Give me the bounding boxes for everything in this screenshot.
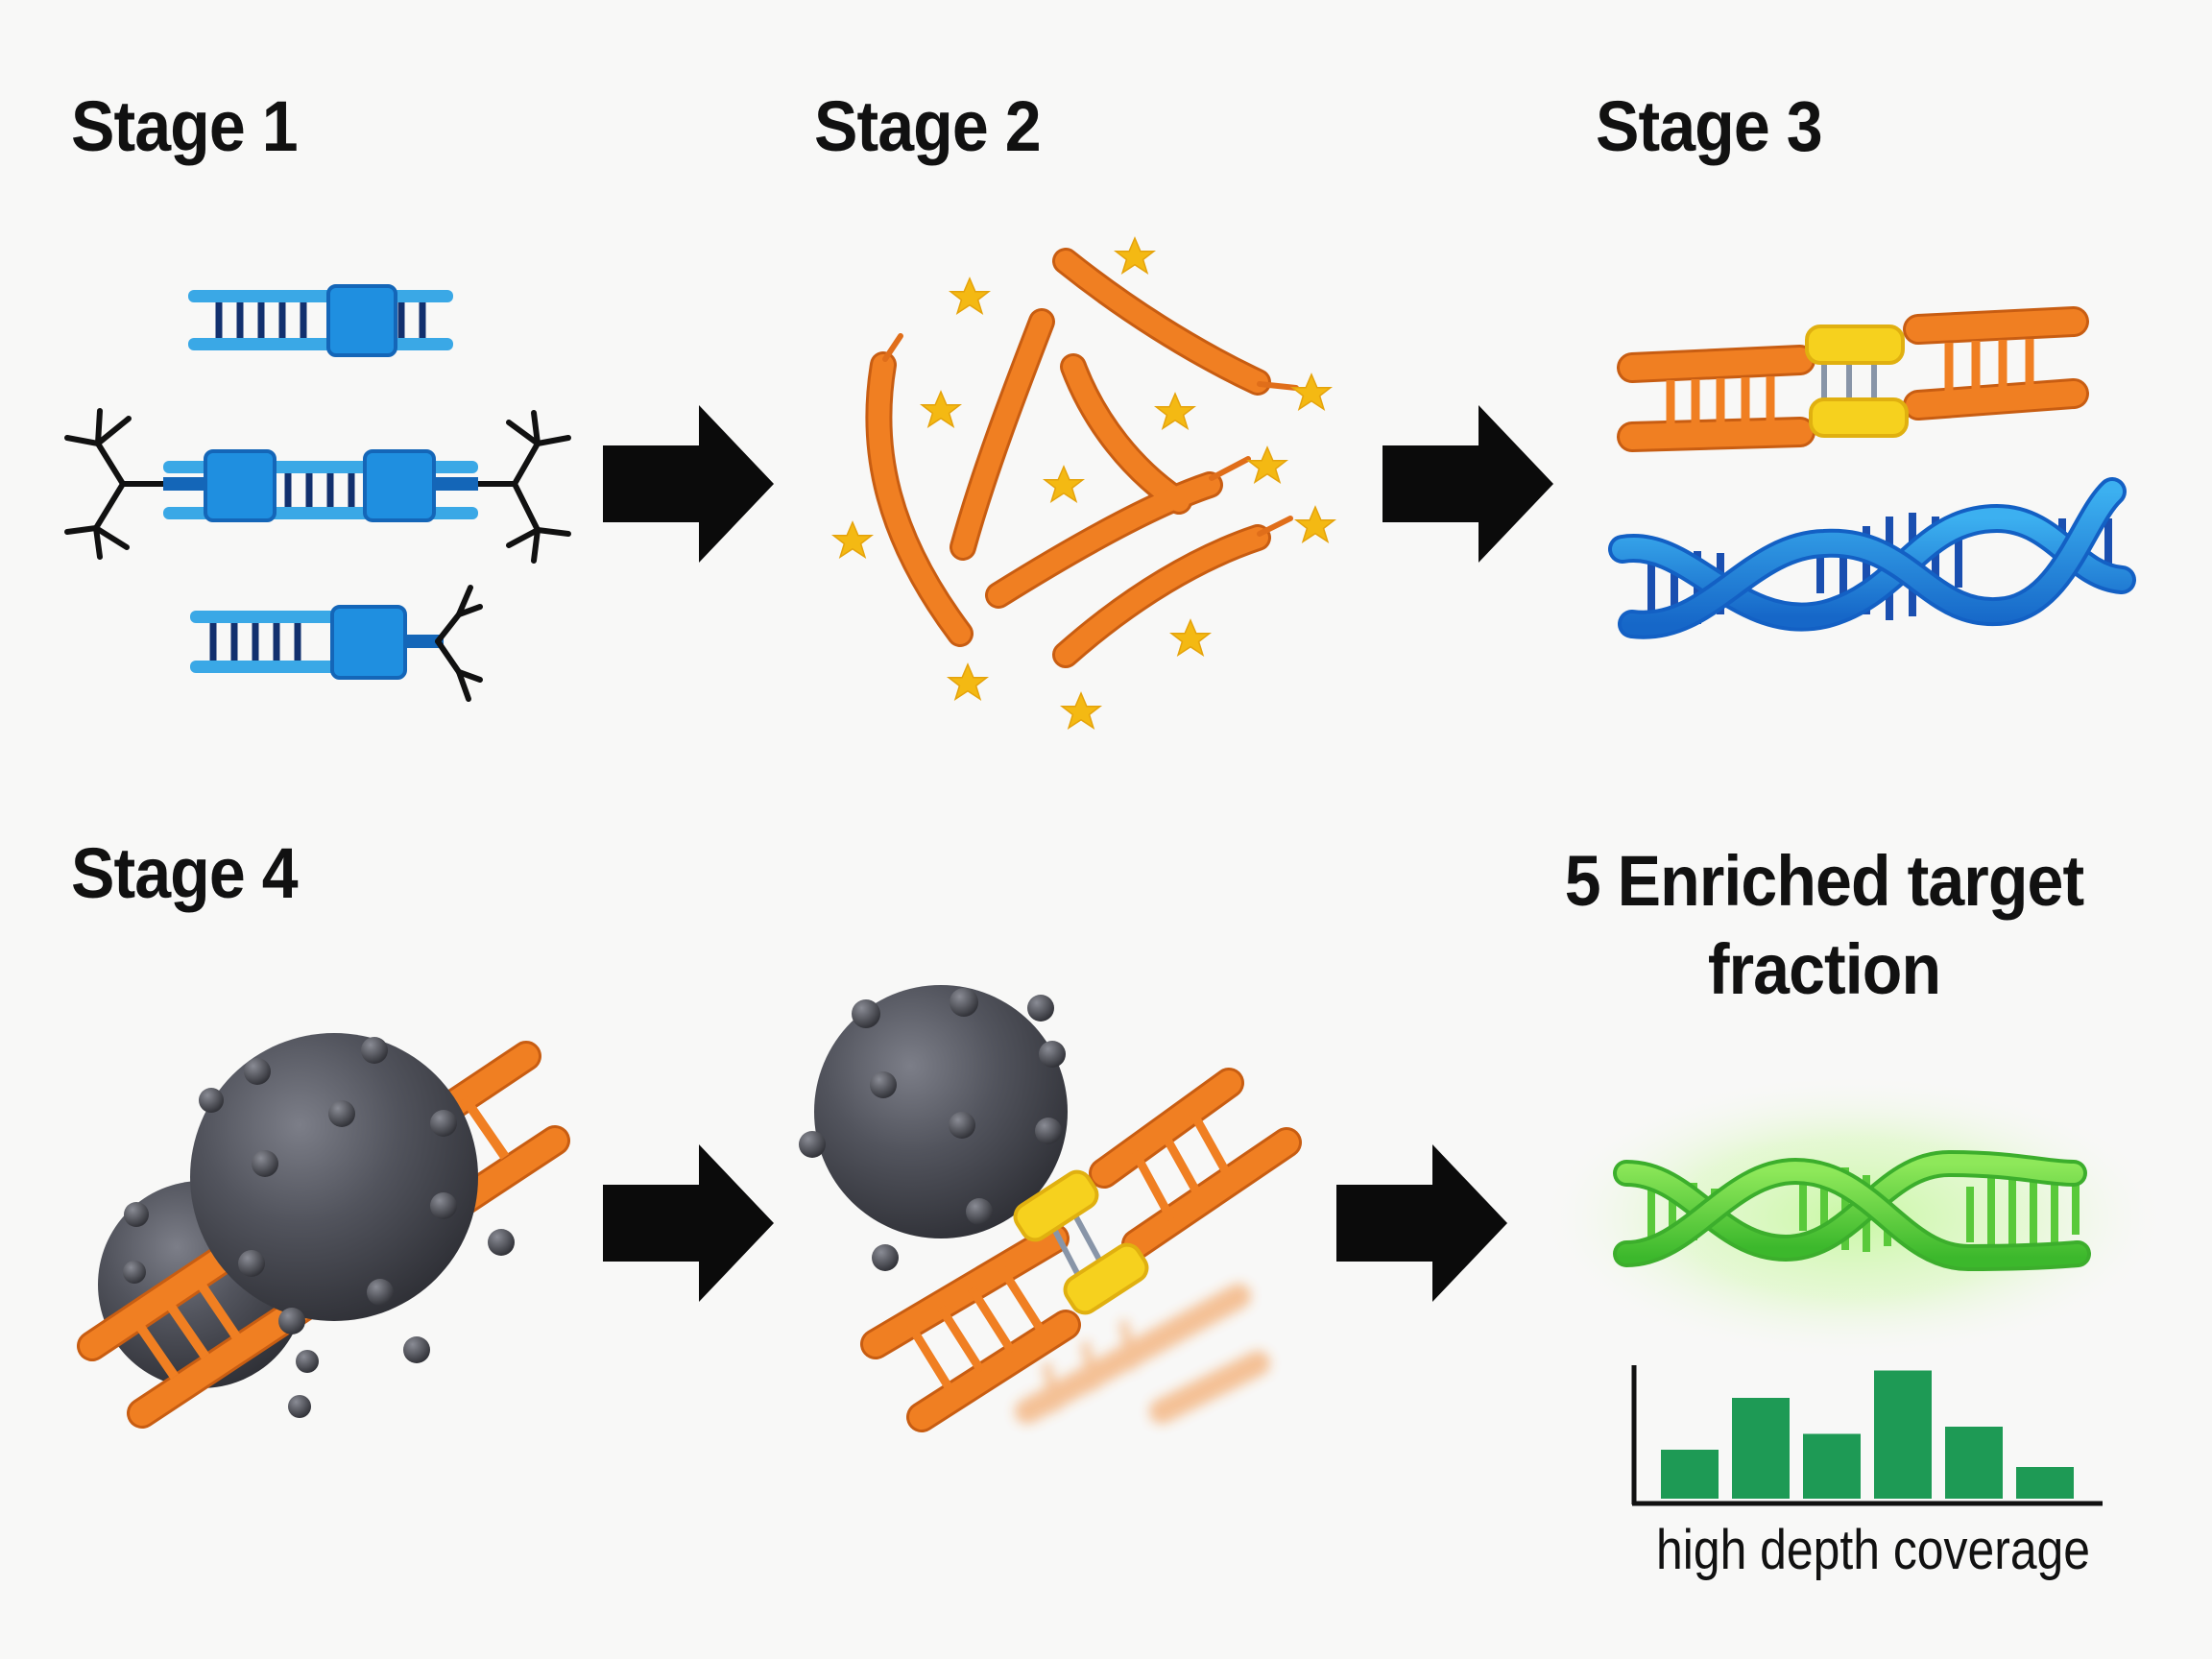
blurred-fragment-icon — [1015, 1284, 1270, 1424]
coverage-caption: high depth coverage — [1656, 1519, 2091, 1581]
adapter-ligated-dna-icon — [64, 408, 571, 564]
stage3-hybridization — [1608, 306, 2136, 639]
coverage-bar — [1945, 1427, 2003, 1499]
coverage-bars — [1661, 1370, 2074, 1499]
coverage-bar — [2016, 1467, 2074, 1499]
stage4-bead-capture — [77, 1033, 570, 1429]
coverage-bar — [1661, 1450, 1719, 1499]
magnetic-bead-icon — [799, 985, 1068, 1271]
process-arrow-icon — [603, 1144, 774, 1302]
process-arrow-icon — [1336, 1144, 1507, 1302]
stage2-label: Stage 2 — [814, 86, 1042, 166]
magnetic-bead-icon — [190, 1033, 515, 1363]
stage3-label: Stage 3 — [1596, 86, 1823, 166]
adapter-ligated-dna-icon — [190, 585, 483, 702]
adapter-ligated-dna-icon — [188, 284, 453, 357]
coverage-bar — [1874, 1370, 1932, 1499]
stage4-label: Stage 4 — [71, 833, 299, 913]
process-arrow-icon — [1382, 405, 1553, 563]
double-helix-icon — [1608, 477, 2136, 639]
probe-hybrid-icon — [860, 1068, 1302, 1432]
coverage-bar — [1803, 1433, 1861, 1499]
stage5-label: 5 Enriched target fraction — [1564, 841, 2084, 1009]
probe-hybrid-icon — [1617, 306, 2089, 452]
stage1-label: Stage 1 — [71, 86, 299, 166]
coverage-bar — [1732, 1398, 1790, 1499]
double-helix-icon — [1613, 1149, 2091, 1272]
stage1-dna-library — [64, 284, 571, 702]
coverage-chart — [1631, 1365, 2103, 1506]
fragment-icon — [868, 251, 1268, 665]
stage2-fragmentation — [832, 237, 1335, 729]
wash-step — [799, 985, 1302, 1432]
stage5-enriched-target — [1536, 1073, 2170, 1506]
process-arrow-icon — [603, 405, 774, 563]
